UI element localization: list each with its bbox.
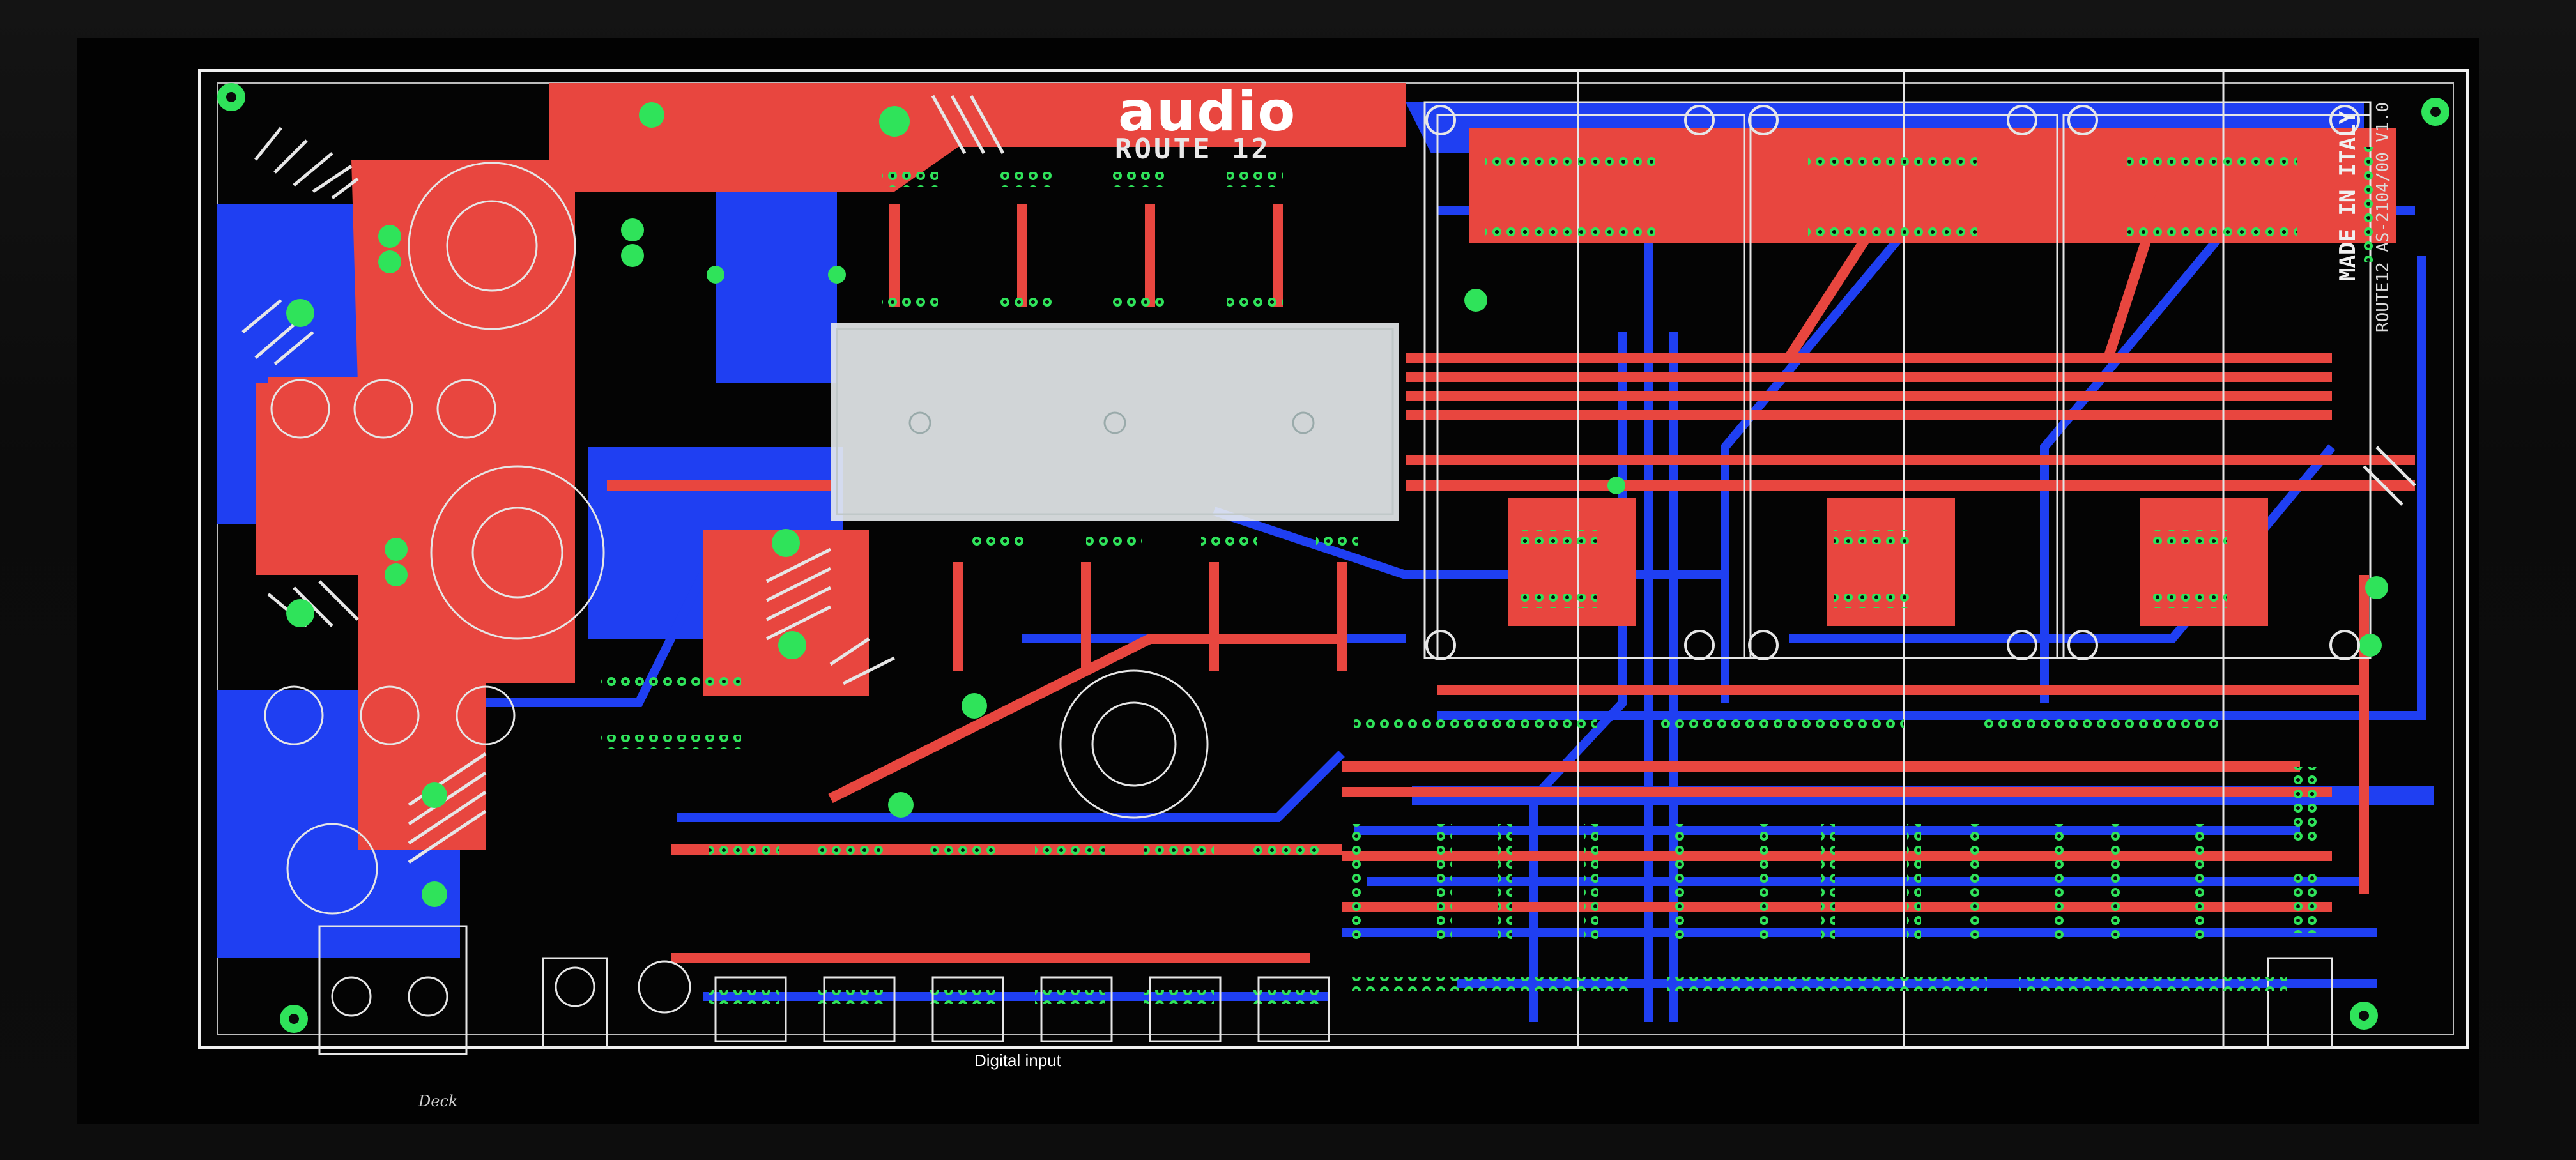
made-in-italy-label: MADE IN ITALY bbox=[2335, 111, 2361, 281]
relay-mounting-holes bbox=[1425, 105, 2360, 660]
design-code-label: ROUTE12 AS-2104/00 V1.0 bbox=[2373, 102, 2393, 332]
pads-layer bbox=[217, 83, 2450, 1033]
silkscreen-layer bbox=[264, 70, 2372, 1055]
output-connectors bbox=[331, 960, 1330, 1042]
brand-logo-text: audio bbox=[1118, 80, 1297, 144]
display-module-footprint bbox=[831, 323, 1399, 521]
digital-input-label: Digital input bbox=[974, 1051, 1061, 1070]
top-copper-traces bbox=[607, 156, 2415, 963]
signature-text: Deck bbox=[418, 1092, 458, 1110]
board-model-label: ROUTE 12 bbox=[1115, 133, 1271, 165]
